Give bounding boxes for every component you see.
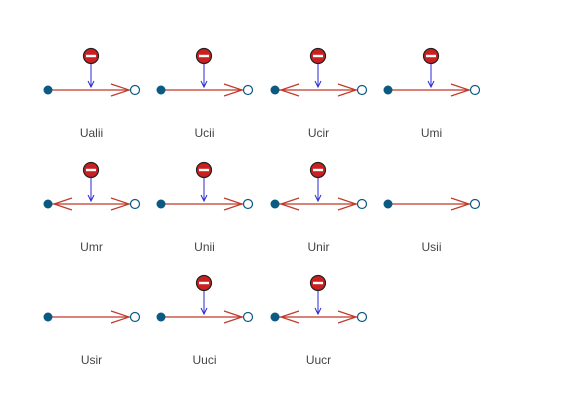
glyph-umr: Umr xyxy=(43,161,141,254)
glyph-label: Unir xyxy=(307,240,329,254)
target-node xyxy=(129,311,141,323)
source-node xyxy=(270,85,280,95)
source-node xyxy=(156,85,166,95)
arrowhead-forward xyxy=(223,310,244,324)
glyph-label: Umi xyxy=(421,126,442,140)
glyph-label: Ualii xyxy=(80,126,103,140)
source-node xyxy=(270,312,280,322)
target-node xyxy=(469,84,481,96)
inhibition-arrow-head xyxy=(427,80,435,89)
inhibition-arrow-head xyxy=(314,194,322,203)
glyph-label: Usir xyxy=(81,353,102,367)
inhibition-arrow-head xyxy=(200,307,208,316)
target-node xyxy=(242,84,254,96)
arrowhead-forward xyxy=(110,83,131,97)
glyph-label: Ucii xyxy=(195,126,215,140)
glyph-label: Umr xyxy=(80,240,103,254)
inhibitor-bar xyxy=(313,54,323,58)
target-node xyxy=(129,198,141,210)
inhibitor-bar xyxy=(86,54,96,58)
inhibitor-bar xyxy=(199,281,209,285)
source-node xyxy=(43,312,53,322)
arrowhead-reverse xyxy=(279,83,300,97)
glyph-usii: Usii xyxy=(383,197,481,254)
inhibitor-bar xyxy=(199,54,209,58)
target-node xyxy=(242,198,254,210)
source-node xyxy=(43,85,53,95)
arrowhead-forward xyxy=(110,310,131,324)
source-node xyxy=(383,85,393,95)
glyph-unir: Unir xyxy=(270,161,368,254)
arrowhead-forward xyxy=(337,197,358,211)
glyph-label: Usii xyxy=(422,240,442,254)
target-node xyxy=(242,311,254,323)
target-node xyxy=(356,84,368,96)
inhibitor-bar xyxy=(426,54,436,58)
inhibitor-bar xyxy=(86,168,96,172)
inhibitor-bar xyxy=(199,168,209,172)
source-node xyxy=(156,312,166,322)
glyph-ucir: Ucir xyxy=(270,47,368,140)
glyph-ucii: Ucii xyxy=(156,47,254,140)
target-node xyxy=(356,198,368,210)
inhibition-arrow-head xyxy=(87,80,95,89)
inhibition-arrow-head xyxy=(314,307,322,316)
inhibition-arrow-head xyxy=(200,80,208,89)
source-node xyxy=(156,199,166,209)
target-node xyxy=(129,84,141,96)
inhibition-arrow-head xyxy=(314,80,322,89)
glyph-label: Uucr xyxy=(306,353,331,367)
glyph-usir: Usir xyxy=(43,310,141,367)
glyph-label: Unii xyxy=(194,240,215,254)
arrowhead-forward xyxy=(223,83,244,97)
arrowhead-reverse xyxy=(279,310,300,324)
target-node xyxy=(356,311,368,323)
target-node xyxy=(469,198,481,210)
glyph-unii: Unii xyxy=(156,161,254,254)
glyph-ualii: Ualii xyxy=(43,47,141,140)
arrowhead-forward xyxy=(450,197,471,211)
glyph-label: Uuci xyxy=(192,353,216,367)
arrowhead-forward xyxy=(110,197,131,211)
arrowhead-forward xyxy=(337,310,358,324)
arrowhead-forward xyxy=(450,83,471,97)
source-node xyxy=(383,199,393,209)
glyph-uucr: Uucr xyxy=(270,274,368,367)
source-node xyxy=(270,199,280,209)
arrowhead-reverse xyxy=(279,197,300,211)
arrowhead-forward xyxy=(337,83,358,97)
glyph-uuci: Uuci xyxy=(156,274,254,367)
source-node xyxy=(43,199,53,209)
inhibition-arrow-head xyxy=(87,194,95,203)
inhibition-arrow-head xyxy=(200,194,208,203)
arrowhead-reverse xyxy=(52,197,73,211)
inhibitor-bar xyxy=(313,168,323,172)
inhibitor-bar xyxy=(313,281,323,285)
glyph-umi: Umi xyxy=(383,47,481,140)
glyph-label: Ucir xyxy=(308,126,329,140)
arrowhead-forward xyxy=(223,197,244,211)
